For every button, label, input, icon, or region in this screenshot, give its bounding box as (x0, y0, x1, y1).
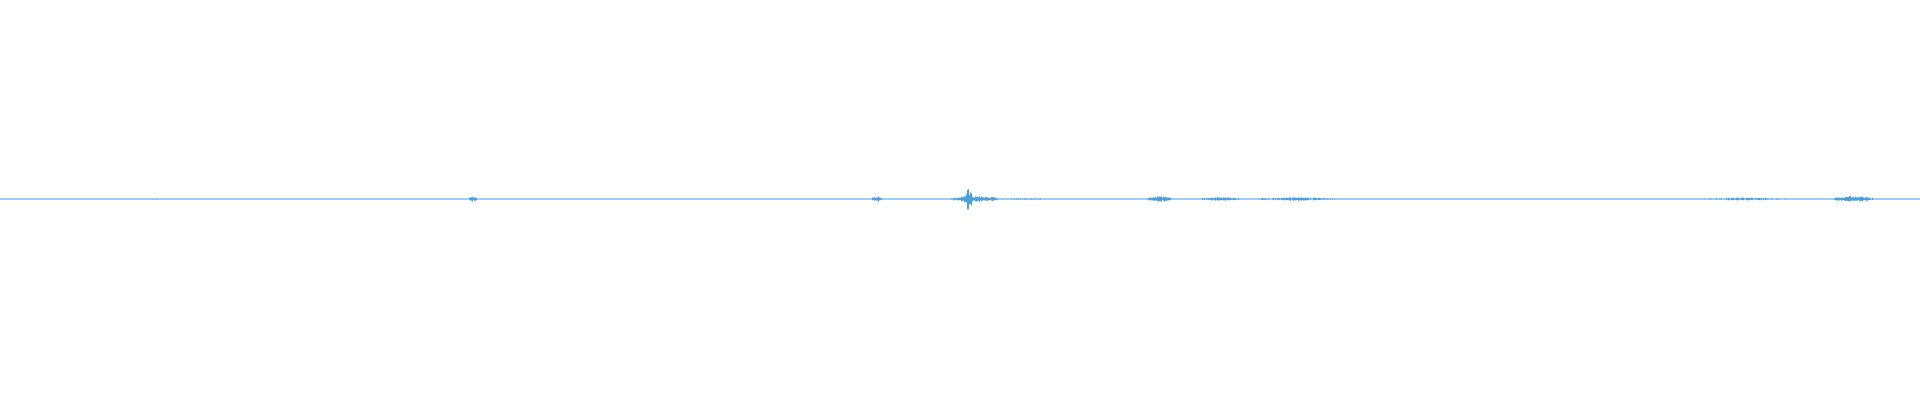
waveform-path (0, 189, 1920, 210)
waveform-samples (0, 189, 1920, 210)
